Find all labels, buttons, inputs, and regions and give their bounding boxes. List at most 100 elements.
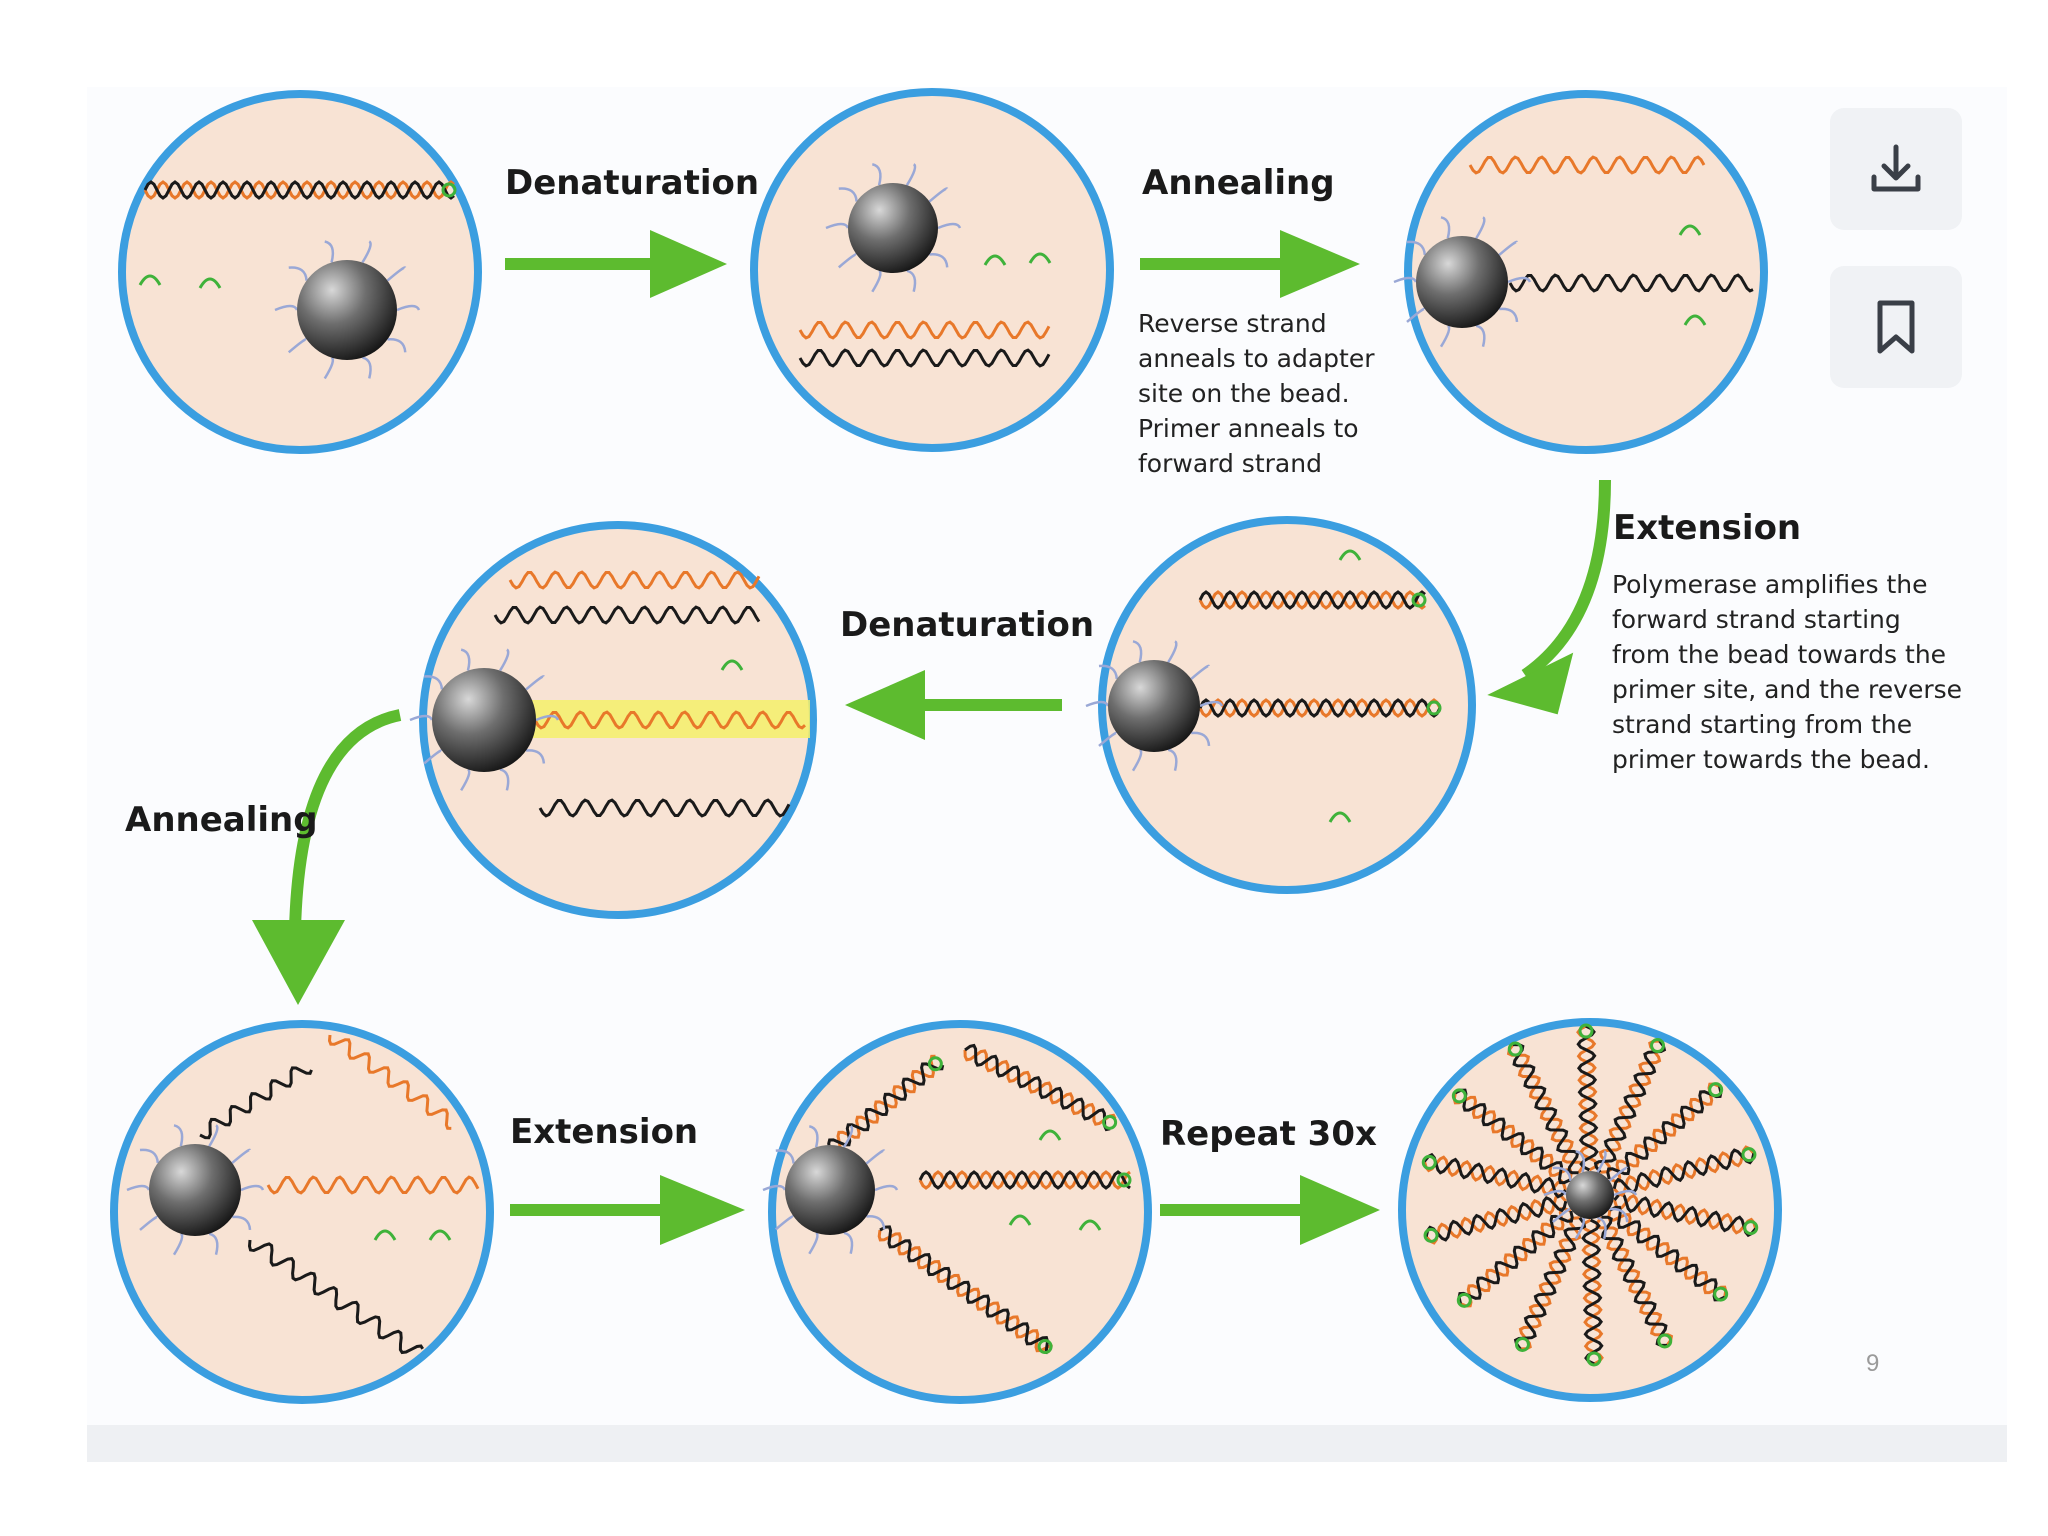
bead — [126, 1124, 265, 1256]
arrow-annealing-1 — [1140, 230, 1360, 298]
bead-adapter — [1596, 1150, 1607, 1173]
bead-adapter — [775, 1149, 795, 1164]
bead-adapter — [871, 163, 882, 186]
bead-adapter — [396, 304, 421, 312]
bead-adapter — [905, 163, 917, 186]
bead-sphere — [297, 260, 397, 360]
primer-end — [1657, 1333, 1673, 1349]
bookmark-button[interactable] — [1830, 266, 1962, 388]
bead-adapter — [1543, 1189, 1568, 1197]
dna-strand — [533, 710, 806, 730]
primer — [198, 277, 222, 289]
bead-sphere — [1416, 236, 1508, 328]
bead-adapter — [837, 253, 858, 269]
primer — [138, 274, 162, 286]
primer-end — [1586, 1351, 1602, 1367]
primer — [1008, 1214, 1032, 1226]
bead-adapter — [1499, 307, 1519, 323]
dna-strand — [1468, 155, 1706, 175]
dna-strand — [918, 1170, 1131, 1190]
bead-adapter — [929, 253, 949, 268]
dna-strand — [964, 1043, 1111, 1132]
primer-end — [1456, 1292, 1472, 1308]
bead-adapter — [1498, 240, 1519, 256]
bead-adapter — [1440, 216, 1451, 239]
bead-adapter — [874, 1184, 899, 1192]
dna-strand — [1593, 1040, 1667, 1174]
bead-adapter — [1475, 216, 1486, 239]
annealing-note-line: Reverse strand — [1138, 309, 1327, 338]
step-extension-2: Extension — [510, 1112, 699, 1152]
bead-adapter — [460, 648, 471, 671]
bead-adapter — [1507, 276, 1532, 284]
bead-adapter — [172, 1232, 184, 1256]
dna-strand — [1454, 1088, 1571, 1185]
bead-adapter — [173, 1124, 184, 1147]
bead-adapter — [1439, 324, 1451, 348]
download-icon — [1871, 144, 1921, 192]
primer-end — [1743, 1220, 1759, 1236]
dna-strand — [199, 1066, 313, 1140]
process-arrows — [252, 230, 1611, 1245]
bead-adapter — [1098, 731, 1119, 747]
primer-end — [1650, 1038, 1666, 1054]
bead — [825, 163, 962, 293]
annealing-note-line: site on the bead. — [1138, 379, 1350, 408]
annealing-note-line: forward strand — [1138, 449, 1322, 478]
extension-note-line: primer towards the bead. — [1612, 745, 1930, 774]
primer-end — [1451, 1088, 1467, 1104]
arrow-annealing-2 — [252, 709, 402, 1005]
bead-adapter — [838, 187, 858, 202]
dna-strand — [798, 320, 1051, 340]
dna-strand — [1198, 590, 1426, 610]
dna-strand — [879, 1225, 1050, 1355]
bead-adapter — [1190, 664, 1211, 680]
dna-strand — [143, 180, 455, 200]
bead-adapter — [937, 222, 962, 230]
primer — [1328, 811, 1352, 823]
primer-end — [1507, 1041, 1523, 1057]
bead-adapter — [1406, 307, 1427, 323]
dna-strand — [143, 180, 455, 200]
dna-strand — [1198, 590, 1426, 610]
primer-end — [1423, 1227, 1439, 1243]
bead-adapter — [274, 304, 299, 312]
dna-strand — [1457, 1210, 1574, 1304]
bead-adapter — [1575, 1150, 1586, 1173]
bead-adapter — [1406, 240, 1427, 256]
bead-adapter — [1191, 731, 1211, 747]
download-button[interactable] — [1830, 108, 1962, 230]
primer-end — [1578, 1023, 1594, 1039]
arrow-denaturation-1 — [505, 230, 727, 298]
bead-adapter — [1574, 1216, 1586, 1240]
bead-adapter — [525, 675, 546, 691]
primer — [1678, 224, 1702, 236]
canvas-bottom-bar — [87, 1425, 2007, 1462]
bead-adapter — [323, 356, 335, 380]
bead-adapter — [866, 1215, 886, 1230]
dna-strand — [538, 798, 791, 818]
primer-end — [1411, 592, 1427, 608]
bead-adapter — [1608, 1166, 1629, 1182]
dna-strand — [508, 570, 761, 590]
bead-adapter — [525, 749, 546, 764]
bead-adapter — [1098, 664, 1119, 680]
bead-sphere — [785, 1145, 875, 1235]
annealing-note: Reverse strand anneals to adapter site o… — [1138, 306, 1375, 481]
bead-adapter — [808, 1125, 819, 1148]
primer-end — [1037, 1339, 1053, 1355]
arrow-denaturation-2 — [845, 670, 1062, 740]
bead-adapter — [1551, 1207, 1572, 1223]
bead-adapter — [1167, 748, 1178, 771]
bead-adapter — [409, 714, 434, 722]
bead-adapter — [1613, 1189, 1638, 1197]
page-number: 9 — [1866, 1350, 1880, 1377]
bead-adapter — [208, 1124, 219, 1147]
bead-adapter — [906, 269, 917, 293]
bead-adapter — [535, 714, 560, 722]
bead-adapter — [1475, 324, 1486, 347]
extension-note-line: from the bead towards the — [1612, 640, 1947, 669]
bead — [1543, 1150, 1638, 1240]
bead-adapter — [423, 749, 444, 765]
